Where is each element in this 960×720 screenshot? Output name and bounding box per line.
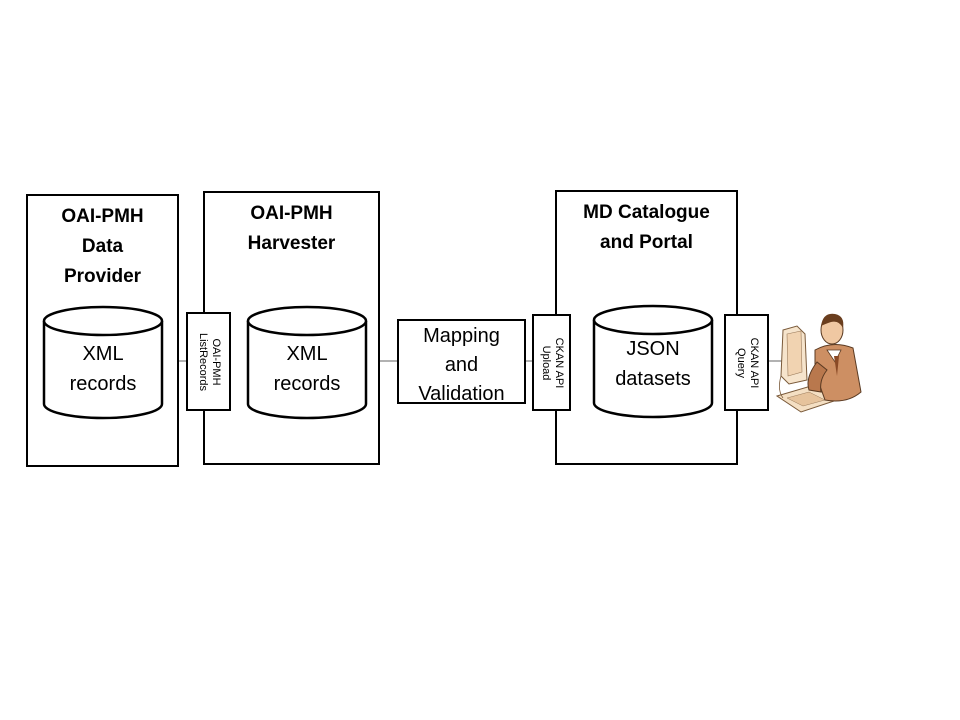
database-cylinder-icon xyxy=(592,304,714,419)
ckan-query-interface: CKAN API Query xyxy=(724,314,769,411)
catalogue-box: MD Catalogue and Portal JSON datasets xyxy=(555,190,738,465)
catalogue-title: MD Catalogue and Portal xyxy=(583,202,710,253)
harvester-title: OAI-PMH Harvester xyxy=(247,203,336,254)
catalogue-store-label: JSON datasets xyxy=(615,338,691,390)
ckan-upload-interface: CKAN API Upload xyxy=(532,314,571,411)
database-cylinder-icon xyxy=(246,305,368,420)
provider-store-label: XML records xyxy=(69,343,137,395)
mapping-validation-box: Mapping and Validation xyxy=(397,319,526,405)
provider-xml-store: XML records xyxy=(42,305,164,421)
database-cylinder-icon xyxy=(42,305,164,420)
data-provider-title: OAI-PMH Data Provider xyxy=(61,206,144,287)
catalogue-json-store: JSON datasets xyxy=(592,304,714,420)
harvester-box: OAI-PMH Harvester XML records xyxy=(203,191,380,465)
harvester-store-label: XML records xyxy=(273,343,341,395)
user-at-computer-icon xyxy=(775,313,862,413)
harvester-xml-store: XML records xyxy=(246,305,368,421)
data-provider-box: OAI-PMH Data Provider XML records xyxy=(26,194,179,467)
listrecords-interface: OAI-PMH ListRecords xyxy=(186,312,231,411)
